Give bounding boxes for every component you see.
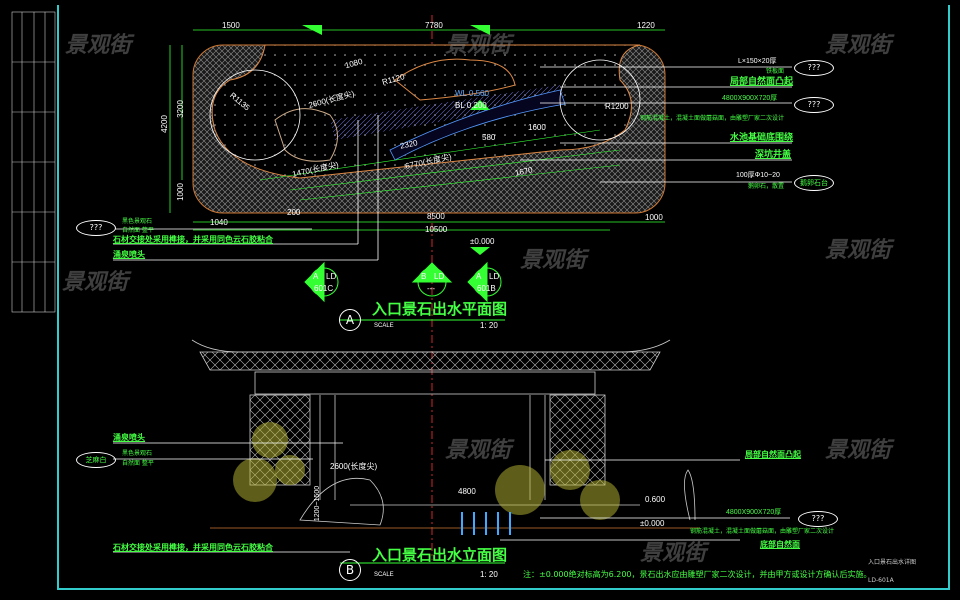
dim-inner: 580 [482,133,496,142]
watermark: 景观街 [825,238,892,263]
plan-title: 入口景石出水平面图 [372,300,508,318]
material-bubble: 鹅卵石台 [794,175,834,191]
title-block [11,11,56,313]
section-mark-sheet: 601B [477,284,496,293]
callout-text: 100厚Φ10~20 [736,172,780,179]
scale-value: 1: 20 [480,321,498,330]
section-mark-letter[interactable]: A [313,272,319,281]
drawing-note: 注：±0.000绝对标高为6.200，景石出水应由雕塑厂家二次设计，并由甲方或设… [523,570,872,579]
callout-label: 涌泉喷头 [113,250,145,259]
dim-bottom: 8500 [427,212,445,221]
material-bubble: ??? [794,60,834,76]
dim-bottom: 1000 [645,213,663,222]
elevation-mark: ±0.000 [470,237,495,246]
plan-view [169,25,666,255]
section-mark-code: LD [489,272,500,281]
section-mark-sheet: 601C [314,284,334,293]
dim-top: 1220 [637,21,655,30]
callout-sub: 自然面 整平 [122,460,154,467]
scale-label: SCALE [374,572,394,578]
dim-inner: BL 0.200 [455,101,487,110]
section-mark-shapes [304,261,502,303]
callout-label: 底部自然面 [760,540,800,549]
sheet-name: 入口景石出水详图 [868,559,917,566]
elevation-view [191,339,700,529]
watermark: 景观街 [445,33,512,58]
dim-top: 7780 [425,21,443,30]
callout-sub: 钢筋混凝土，混凝土面做蘑菇面，由雕塑厂家二次设计 [690,528,835,535]
section-mark-code: LD [326,272,337,281]
callout-text: 黑色景观石 [122,450,153,457]
material-bubble: ??? [798,511,838,527]
dim-bottom: 10500 [425,225,448,234]
dim: 1200~1500 [314,485,322,522]
callout-label: 石材交接处采用榫接，并采用同色云石胶粘合 [113,235,273,244]
material-bubble: ??? [794,97,834,113]
material-bubble: 芝麻白 [76,452,116,468]
watermark: 景观街 [65,33,132,58]
scale-value: 1: 20 [480,570,498,579]
section-mark-letter[interactable]: A [476,272,482,281]
elevation-mark: 0.600 [645,495,666,504]
dim-top: 1500 [222,21,240,30]
section-mark-sheet: --- [427,284,435,293]
dim-inner: R1200 [605,102,629,111]
dim-left: 1000 [175,183,185,201]
callout-text: 黑色景观石 [122,218,153,225]
callout-label: 局部自然面凸起 [745,450,801,459]
sheet-number: LD-601A [868,577,894,584]
section-mark-letter[interactable]: B [421,272,427,281]
water-jets [461,512,511,535]
watermark: 景观街 [825,33,892,58]
watermark: 景观街 [445,438,512,463]
watermark: 景观街 [520,248,587,273]
callout-text: 4800X900X720厚 [722,95,778,102]
callout-label: 涌泉喷头 [113,433,145,442]
callout-label: 石材交接处采用榫接，并采用同色云石胶粘合 [113,543,273,552]
callout-label: 局部自然面凸起 [730,77,794,87]
callout-sub: 鹅卵石，散置 [748,183,785,190]
dim: 2600(长度尖) [330,462,378,471]
callout-sub: 铁板面 [766,68,785,75]
dim-inner: 1040 [210,218,228,227]
callout-sub: 钢筋混凝土，混凝土面做蘑菇面，由雕塑厂家二次设计 [640,115,785,122]
watermark: 景观街 [62,270,129,295]
scale-label: SCALE [374,323,394,329]
watermark: 景观街 [825,438,892,463]
callout-label: 水池基础底围绕 [730,133,794,143]
callout-label: 深坑井盖 [755,150,792,160]
dim-left: 3200 [175,100,185,118]
callout-text: 4800X900X720厚 [726,509,782,516]
elevation-mark: ±0.000 [640,519,665,528]
dim-inner: 1600 [528,123,546,132]
section-mark-code: LD [434,272,445,281]
dim-inner: 200 [287,208,301,217]
callout-text: L×150×20厚 [738,58,777,65]
watermark: 景观街 [640,541,707,566]
elevation-title: 入口景石出水立面图 [372,546,508,564]
material-bubble: ??? [76,220,116,236]
dim-inner: WL 0.560 [455,89,489,98]
callout-sub: 自然面 整平 [122,227,154,234]
drawing-frame [57,5,950,590]
dim: 4800 [458,487,476,496]
elevation-title-letter: B [339,559,361,581]
plan-title-letter: A [339,309,361,331]
dim-left: 4200 [159,115,169,133]
